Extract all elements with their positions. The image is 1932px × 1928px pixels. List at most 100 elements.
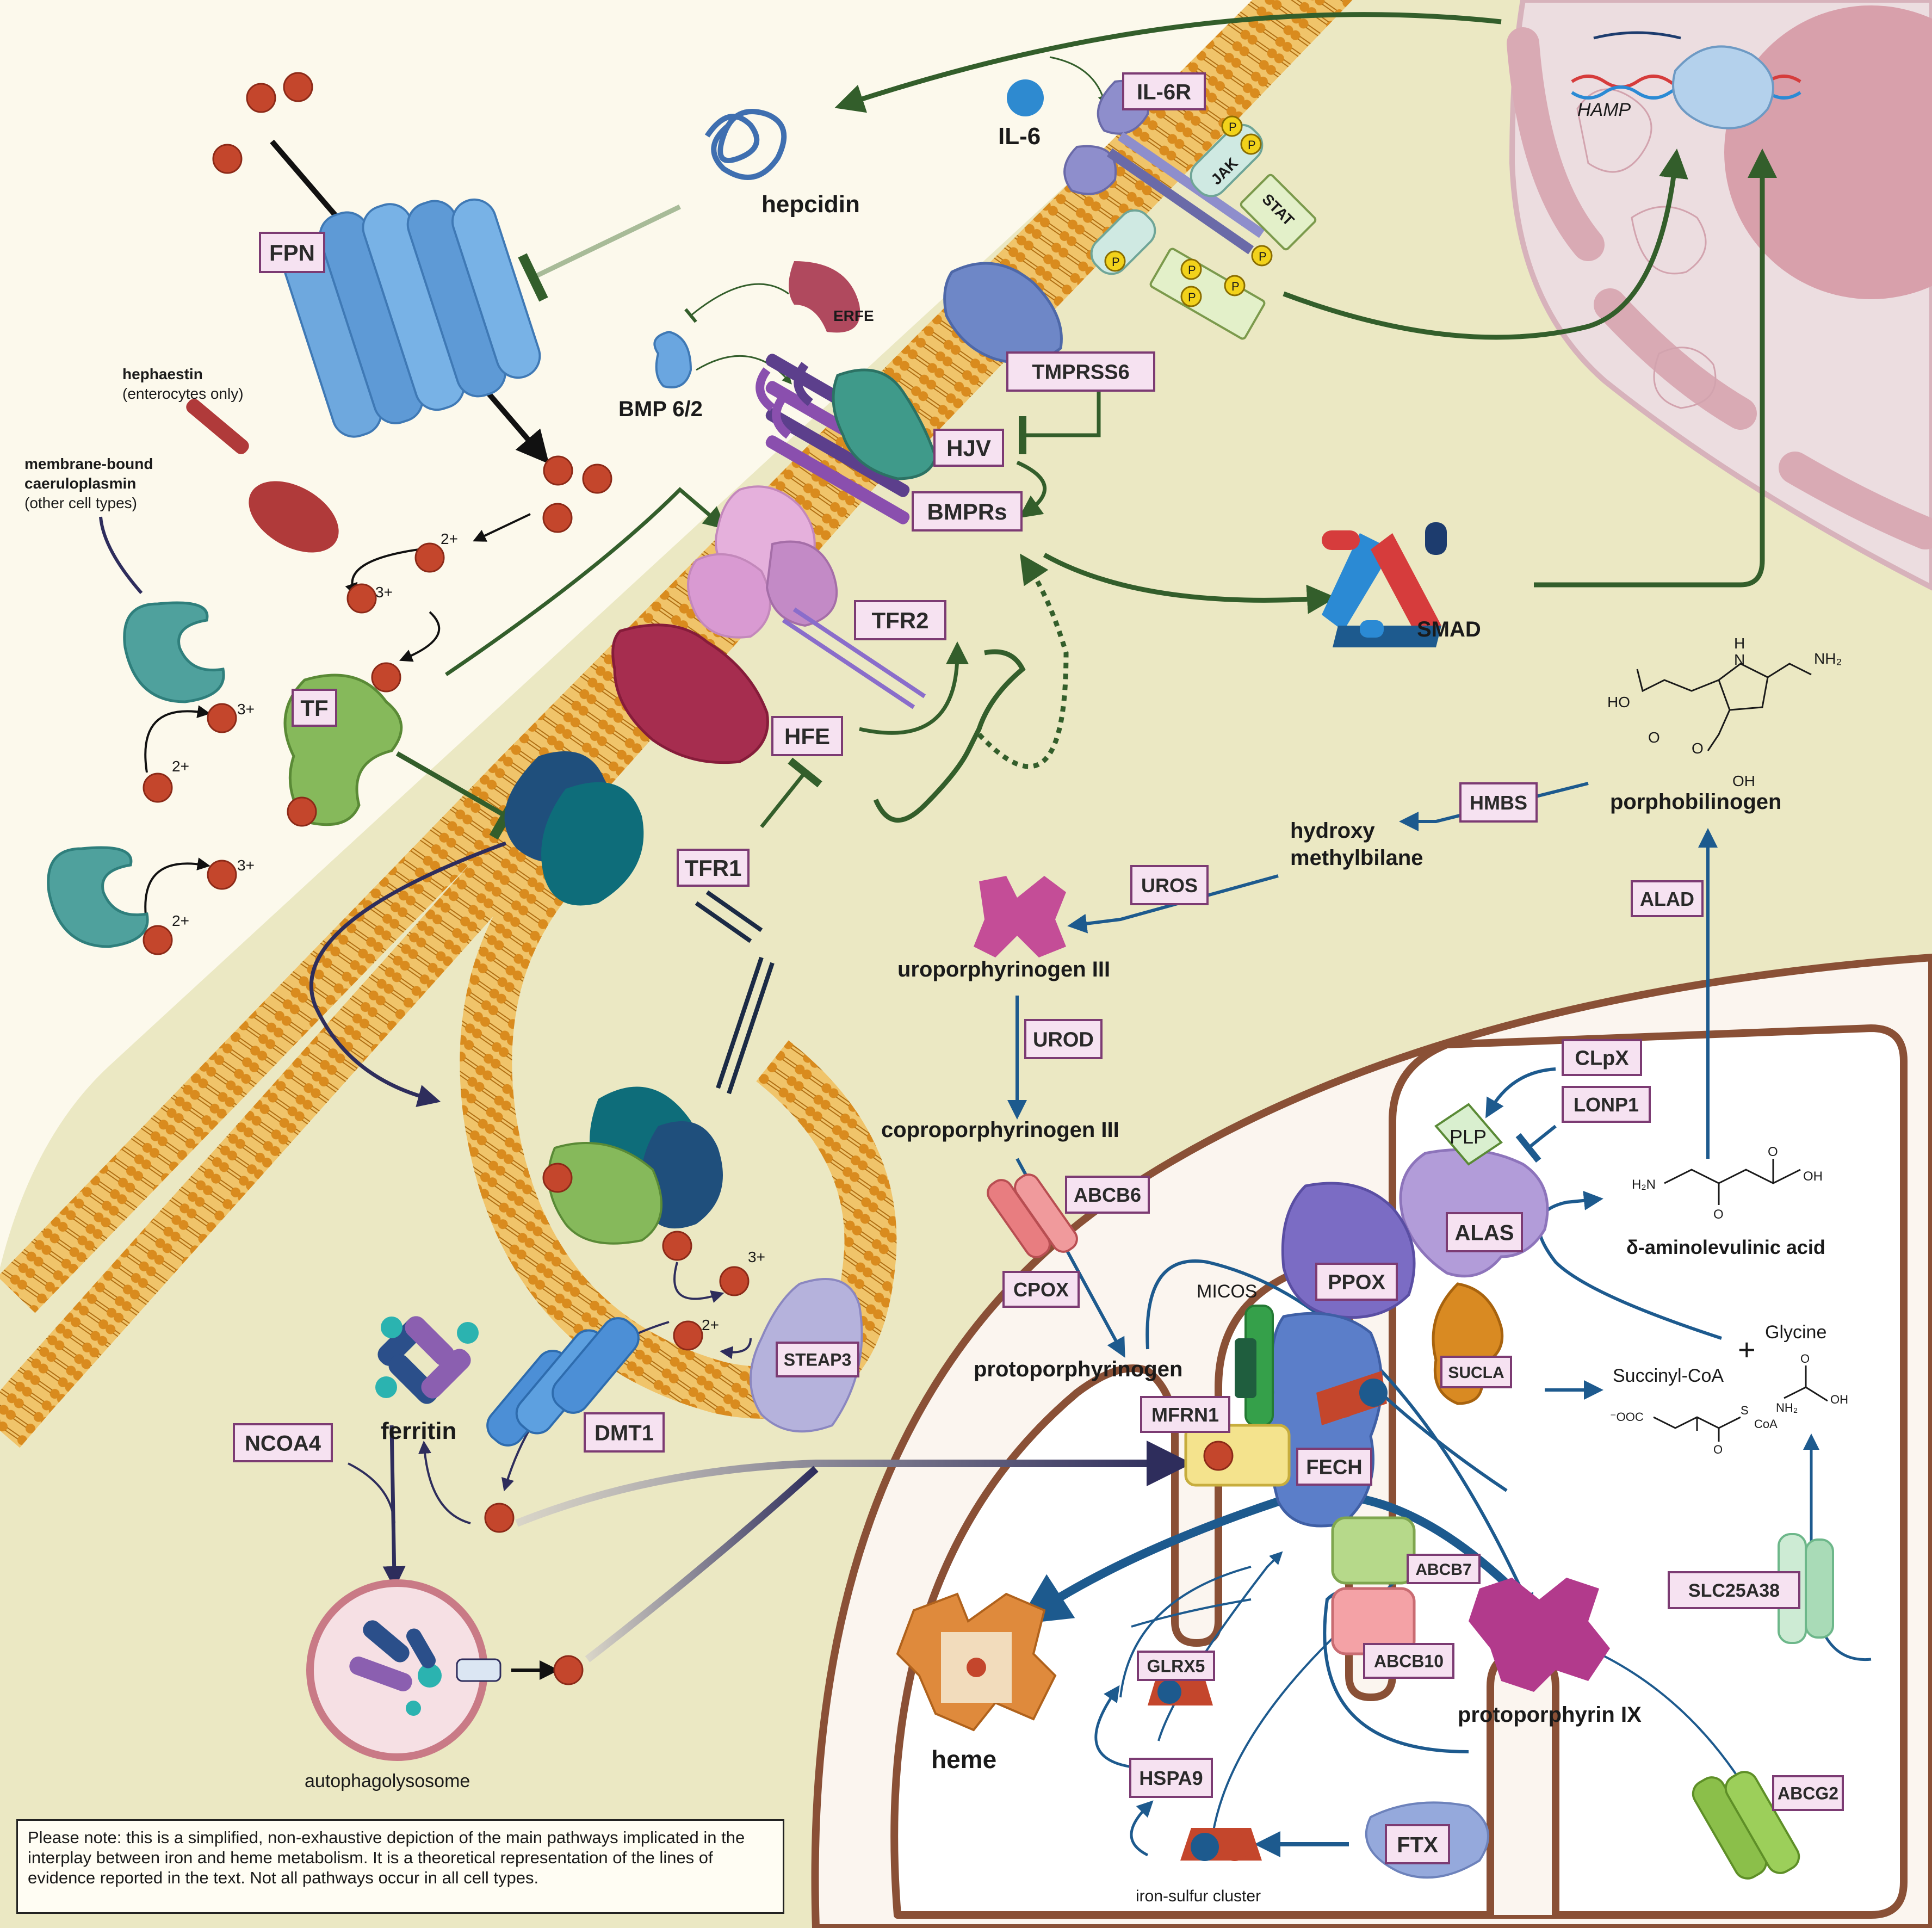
dotted-arrow-hfe-to-bmprs bbox=[977, 553, 1069, 769]
arrow-fe3-to-tf bbox=[399, 611, 441, 662]
tfr2-label: TFR2 bbox=[872, 608, 929, 633]
iron-atoms bbox=[143, 72, 1234, 1685]
ferritin-label: ferritin bbox=[381, 1418, 456, 1444]
il6r-label-box: IL-6R bbox=[1122, 72, 1206, 110]
clpx-label: CLpX bbox=[1575, 1047, 1629, 1070]
abcb10-label: ABCB10 bbox=[1374, 1652, 1444, 1671]
tmprss6-label: TMPRSS6 bbox=[1032, 361, 1129, 384]
arrow-ncoa4 bbox=[348, 1462, 395, 1524]
abcg2-transporter bbox=[1692, 1771, 1800, 1880]
bmp-ligand bbox=[653, 330, 692, 388]
succinyl-structure bbox=[1653, 1416, 1741, 1442]
mfrn1-label-box: MFRN1 bbox=[1140, 1396, 1230, 1433]
hephaestin-protein bbox=[186, 399, 339, 553]
tfr2-label-box: TFR2 bbox=[854, 600, 946, 640]
ceruloplasmin-anchor bbox=[99, 516, 143, 594]
tfr1-receptor-surface bbox=[504, 751, 763, 943]
plp-cofactor bbox=[1434, 1103, 1503, 1166]
smad-label: SMAD bbox=[1417, 617, 1481, 641]
charge-3-b: 3+ bbox=[237, 701, 255, 718]
uros-label-box: UROS bbox=[1130, 865, 1209, 905]
arrow-protogen-to-ppix bbox=[1145, 1259, 1533, 1614]
svg-text:P: P bbox=[1259, 250, 1267, 263]
charge-3-c: 3+ bbox=[237, 857, 255, 874]
abcb6-label: ABCB6 bbox=[1074, 1184, 1141, 1206]
abcb7-transporter bbox=[1331, 1516, 1416, 1585]
svg-text:P: P bbox=[1188, 263, 1196, 277]
pbg-h: H bbox=[1734, 635, 1745, 652]
arrow-endocytosis bbox=[309, 841, 507, 1107]
arrow-fe2-to-fe3-b bbox=[144, 705, 210, 773]
arrow-hmb-to-uro bbox=[1067, 874, 1279, 934]
ceruloplasmin-note: (other cell types) bbox=[24, 495, 137, 511]
micos-label: MICOS bbox=[1197, 1281, 1257, 1302]
phosphate-labels: P P P P P P P bbox=[1112, 120, 1267, 304]
alas-label-box: ALAS bbox=[1446, 1212, 1523, 1252]
arrow-hspa9-to-glrx5 bbox=[1094, 1685, 1143, 1770]
il6r-label: IL-6R bbox=[1137, 80, 1191, 104]
succ-ooc: ⁻OOC bbox=[1610, 1410, 1644, 1424]
gly-o: O bbox=[1800, 1352, 1810, 1365]
note-text: Please note: this is a simplified, non-e… bbox=[28, 1828, 745, 1887]
arrow-iron-to-mfrn1 bbox=[515, 1441, 1192, 1527]
arrow-fe3-release bbox=[673, 1262, 725, 1303]
glycine-structure bbox=[1784, 1365, 1828, 1402]
ala-structure bbox=[1664, 1159, 1801, 1205]
inhibit-lonp1-plp bbox=[1515, 1124, 1557, 1163]
steap3-label: STEAP3 bbox=[784, 1350, 851, 1370]
heme-molecule bbox=[896, 1592, 1057, 1732]
arrow-glrx5-to-fech bbox=[1119, 1566, 1252, 1698]
charge-2-a: 2+ bbox=[441, 530, 458, 547]
charge-2-b: 2+ bbox=[172, 758, 189, 775]
svg-text:P: P bbox=[1188, 291, 1196, 304]
ala-o-1: O bbox=[1713, 1207, 1724, 1222]
fech-label-box: FECH bbox=[1296, 1448, 1372, 1486]
svg-text:P: P bbox=[1231, 280, 1240, 293]
mito-crista-lower bbox=[1487, 1649, 1559, 1915]
plp-label: PLP bbox=[1450, 1126, 1487, 1148]
arrow-heme-into-glrx5 bbox=[1131, 1598, 1252, 1628]
protoporphyrin-ix-molecule bbox=[1469, 1578, 1610, 1692]
hfe-label-box: HFE bbox=[771, 716, 843, 756]
ppox-label: PPOX bbox=[1328, 1271, 1385, 1294]
fpn-transporter bbox=[281, 198, 541, 438]
charge-3-d: 3+ bbox=[748, 1249, 765, 1265]
uroporphyrinogen-molecule bbox=[974, 876, 1066, 957]
lonp1-label: LONP1 bbox=[1574, 1093, 1639, 1116]
alad-label: ALAD bbox=[1640, 888, 1694, 910]
arrow-hfe-to-tfr2 bbox=[859, 641, 969, 735]
mfrn1-transporter bbox=[1184, 1424, 1291, 1487]
gly-oh: OH bbox=[1830, 1393, 1848, 1406]
endosome-membrane bbox=[460, 830, 897, 1419]
ncoa4-label-box: NCOA4 bbox=[233, 1423, 333, 1462]
hmb-label-1: hydroxy bbox=[1290, 819, 1375, 843]
arrow-iron-oxidation bbox=[473, 513, 531, 542]
hepcidin-label: hepcidin bbox=[761, 191, 860, 218]
dmt1-transporter bbox=[486, 1317, 640, 1447]
clpx-label-box: CLpX bbox=[1562, 1039, 1642, 1076]
dmt1-label: DMT1 bbox=[595, 1421, 654, 1445]
ferritin-cage bbox=[375, 1316, 479, 1404]
succ-s: S bbox=[1741, 1404, 1749, 1417]
arrow-hjv-to-bmprs bbox=[1016, 460, 1047, 518]
il6-label: IL-6 bbox=[998, 123, 1041, 150]
abcg2-label: ABCG2 bbox=[1778, 1784, 1838, 1803]
inhibit-tf-tfr1 bbox=[395, 751, 523, 840]
abcg2-label-box: ABCG2 bbox=[1772, 1775, 1844, 1811]
arrow-iron-to-ferritin bbox=[418, 1441, 471, 1524]
porphobilinogen-structure bbox=[1636, 663, 1812, 751]
charge-3-a: 3+ bbox=[375, 584, 393, 601]
succ-o: O bbox=[1713, 1443, 1723, 1456]
inhibit-erfe-bmp bbox=[684, 283, 789, 323]
arrow-clpx-to-plp bbox=[1485, 1067, 1556, 1119]
lonp1-label-box: LONP1 bbox=[1562, 1086, 1651, 1123]
ceruloplasmin-label-1: membrane-bound bbox=[24, 455, 153, 472]
hspa9-label-box: HSPA9 bbox=[1129, 1758, 1213, 1798]
abcb7-label-box: ABCB7 bbox=[1407, 1554, 1481, 1584]
tfr1-receptor-endosome bbox=[547, 956, 775, 1245]
erfe-protein bbox=[789, 261, 860, 333]
inhibit-tfr1-hfe bbox=[760, 757, 822, 829]
coproporphyrinogen-label: coproporphyrinogen III bbox=[881, 1118, 1119, 1142]
pbg-n: N bbox=[1734, 651, 1745, 668]
inhibit-tmprss6-hjv bbox=[1019, 392, 1101, 454]
